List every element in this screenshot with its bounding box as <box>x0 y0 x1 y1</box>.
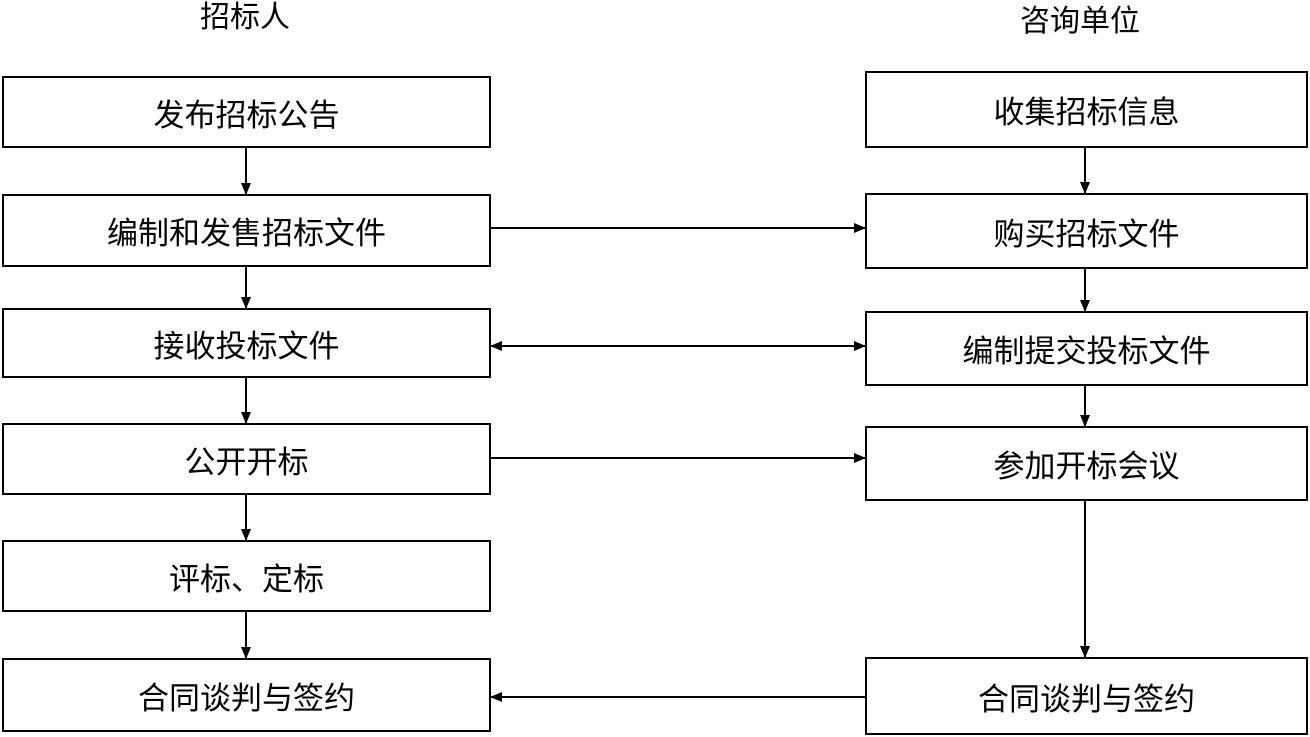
step-receive-bid-docs: 接收投标文件 <box>2 308 491 378</box>
step-prepare-submit-bid: 编制提交投标文件 <box>865 311 1308 386</box>
step-public-bid-opening: 公开开标 <box>2 423 491 495</box>
header-tenderer: 招标人 <box>200 0 290 35</box>
step-contract-negotiation-right: 合同谈判与签约 <box>865 657 1308 735</box>
step-buy-tender-docs: 购买招标文件 <box>865 193 1308 269</box>
step-prepare-sell-tender-docs: 编制和发售招标文件 <box>2 194 491 267</box>
header-consulting-unit: 咨询单位 <box>1020 4 1140 39</box>
step-attend-bid-opening: 参加开标会议 <box>865 426 1308 501</box>
step-evaluate-award: 评标、定标 <box>2 540 491 612</box>
step-contract-negotiation-left: 合同谈判与签约 <box>2 658 491 732</box>
step-publish-tender-notice: 发布招标公告 <box>2 76 491 148</box>
step-collect-tender-info: 收集招标信息 <box>865 71 1308 148</box>
